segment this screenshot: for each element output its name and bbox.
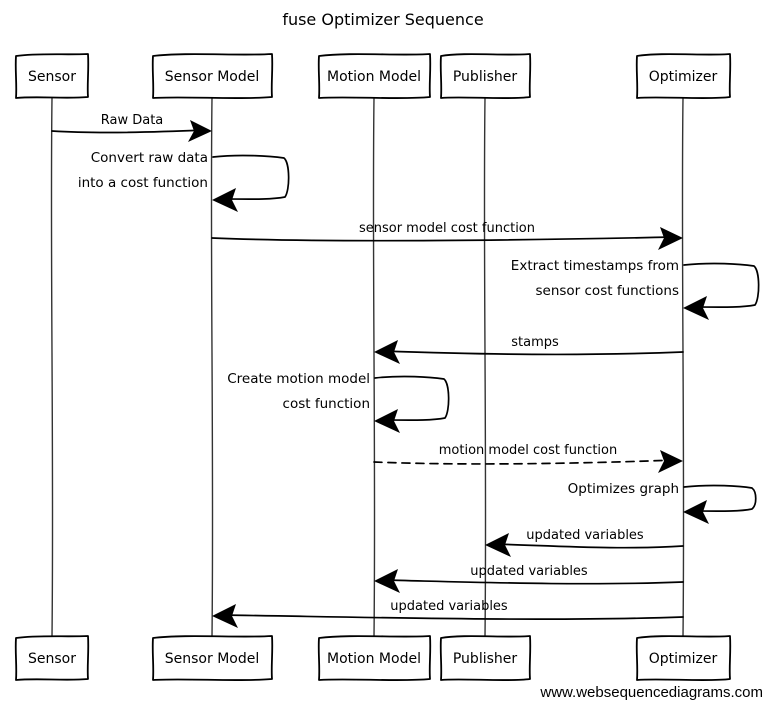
message-self-loop — [212, 154, 290, 201]
participant-box-publisher-bottom[interactable]: Publisher — [439, 635, 532, 682]
participant-shape — [151, 53, 274, 100]
message-label-stamps: stamps — [511, 335, 559, 350]
arrow-head-left-icon — [212, 188, 238, 212]
message-label-updated-variables-2: updated variables — [470, 564, 588, 579]
message-label-convert-line2: into a cost function — [78, 175, 208, 191]
participant-box-motion-model-top[interactable]: Motion Model — [317, 53, 432, 100]
message-line — [381, 350, 684, 356]
participant-label-publisher: Publisher — [453, 69, 518, 85]
message-label-motion-model-cost-function: motion model cost function — [439, 443, 617, 458]
message-line — [219, 614, 684, 621]
participant-shape — [439, 635, 532, 682]
message-optimizes-graph[interactable]: Optimizes graph — [568, 481, 757, 524]
message-label-extract-line2: sensor cost functions — [535, 283, 679, 299]
participants-bottom: Sensor Sensor Model Motion Model Publish… — [14, 635, 732, 682]
lifeline-motion-model — [372, 97, 376, 638]
message-label-updated-variables-1: updated variables — [526, 528, 644, 543]
arrow-head-right-icon — [658, 450, 683, 473]
participant-box-sensor-model-top[interactable]: Sensor Model — [151, 53, 274, 100]
participant-label-sensor-model-bottom: Sensor Model — [165, 651, 259, 667]
message-label-sensor-model-cost-function: sensor model cost function — [359, 221, 535, 236]
arrow-head-right-icon — [188, 120, 212, 142]
participant-label-sensor: Sensor — [28, 69, 76, 85]
message-label-create-motion-line1: Create motion model — [227, 371, 370, 387]
participant-box-sensor-bottom[interactable]: Sensor — [14, 635, 90, 681]
participant-label-optimizer-bottom: Optimizer — [649, 651, 718, 667]
message-sensor-model-cost-function[interactable]: sensor model cost function — [211, 221, 683, 250]
lifeline-publisher — [483, 97, 487, 638]
arrow-head-left-icon — [485, 533, 511, 557]
message-label-convert-line1: Convert raw data — [91, 150, 208, 166]
participant-shape — [439, 53, 532, 100]
participant-label-publisher-bottom: Publisher — [453, 651, 518, 667]
participant-box-optimizer-top[interactable]: Optimizer — [635, 53, 732, 100]
message-self-loop — [374, 375, 450, 422]
participant-shape — [14, 635, 90, 681]
participant-box-motion-model-bottom[interactable]: Motion Model — [317, 635, 432, 682]
message-line — [381, 579, 684, 585]
lifeline-optimizer — [681, 97, 685, 638]
message-line — [211, 236, 676, 242]
message-convert-raw-data[interactable]: Convert raw data into a cost function — [78, 150, 290, 212]
participant-label-optimizer: Optimizer — [649, 69, 718, 85]
message-label-create-motion-line2: cost function — [283, 396, 370, 412]
participant-box-sensor-model-bottom[interactable]: Sensor Model — [151, 635, 274, 682]
message-line-dashed — [373, 459, 676, 465]
lifeline-sensor-model — [210, 97, 214, 638]
participant-label-sensor-model: Sensor Model — [165, 69, 259, 85]
message-updated-variables-publisher[interactable]: updated variables — [485, 528, 684, 557]
participant-shape — [317, 635, 432, 682]
participant-shape — [14, 53, 90, 99]
participants-top: Sensor Sensor Model Motion Model Publish… — [14, 53, 732, 100]
message-label-extract-line1: Extract timestamps from — [511, 258, 679, 274]
arrow-head-right-icon — [658, 227, 683, 250]
participant-label-sensor-bottom: Sensor — [28, 651, 76, 667]
arrow-head-left-icon — [374, 569, 400, 593]
participant-shape — [635, 635, 732, 682]
message-label-raw-data: Raw Data — [101, 113, 164, 128]
message-self-loop — [683, 484, 757, 513]
message-label-updated-variables-3: updated variables — [390, 599, 508, 614]
participant-label-motion-model: Motion Model — [327, 69, 421, 85]
message-extract-timestamps[interactable]: Extract timestamps from sensor cost func… — [511, 258, 760, 320]
message-updated-variables-motion-model[interactable]: updated variables — [374, 564, 684, 593]
message-label-optimizes-graph: Optimizes graph — [568, 481, 679, 497]
message-updated-variables-sensor-model[interactable]: updated variables — [212, 599, 684, 628]
message-raw-data[interactable]: Raw Data — [51, 113, 212, 142]
message-self-loop — [683, 262, 760, 309]
arrow-head-left-icon — [374, 409, 400, 433]
arrow-head-left-icon — [212, 604, 238, 628]
arrow-head-left-icon — [683, 296, 709, 320]
participant-box-optimizer-bottom[interactable]: Optimizer — [635, 635, 732, 682]
footer-watermark: www.websequencediagrams.com — [539, 684, 763, 701]
lifeline-sensor — [50, 97, 54, 638]
participant-shape — [151, 635, 274, 682]
message-motion-model-cost-function[interactable]: motion model cost function — [373, 443, 683, 473]
participant-shape — [635, 53, 732, 100]
diagram-title: fuse Optimizer Sequence — [282, 10, 483, 29]
participant-box-sensor-top[interactable]: Sensor — [14, 53, 90, 99]
participant-label-motion-model-bottom: Motion Model — [327, 651, 421, 667]
participant-shape — [317, 53, 432, 100]
message-line — [492, 543, 684, 549]
arrow-head-left-icon — [374, 340, 400, 364]
message-line — [51, 129, 205, 134]
message-create-motion-model-cost-function[interactable]: Create motion model cost function — [227, 371, 450, 433]
message-stamps[interactable]: stamps — [374, 335, 684, 364]
arrow-head-left-icon — [683, 500, 709, 524]
participant-box-publisher-top[interactable]: Publisher — [439, 53, 532, 100]
lifelines-group — [50, 97, 685, 638]
